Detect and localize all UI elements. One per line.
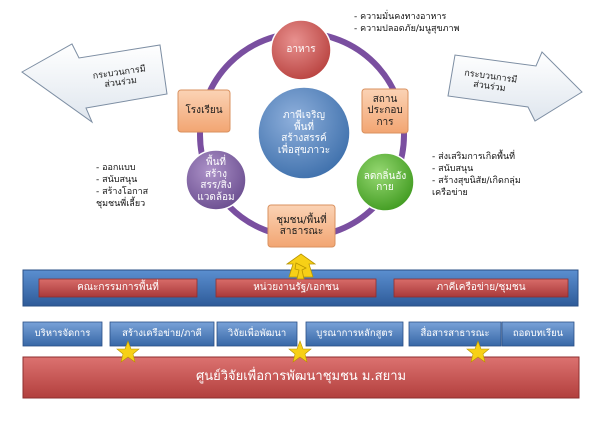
sub-lessons — [501, 321, 575, 347]
sub-curriculum-label: บูรณาการหลักสูตร — [316, 327, 393, 339]
label-line: กาย — [376, 182, 394, 193]
food-node-label: อาหาร — [272, 38, 330, 62]
env-node — [355, 152, 415, 212]
sub-communication — [408, 321, 502, 347]
star-icon — [466, 340, 490, 363]
label-line: ประกอบ — [367, 105, 403, 117]
label-line: - ความปลอดภัย/มนูสุขภาพ — [354, 24, 460, 34]
sub-lessons-label: ถอดบทเรียน — [512, 327, 564, 339]
label-line: - สร้างสุขนิสัย/เกิดกลุ่ม — [432, 176, 521, 186]
top-right-note: - ความมั่นคงทางอาหาร - ความปลอดภัย/มนูสุข… — [354, 11, 460, 35]
label-line: - สนับสนุน — [96, 175, 138, 185]
sub-management-label: บริหารจัดการ — [34, 327, 91, 339]
bar-item-network-label: ภาคีเครือข่าย/ชุมชน — [436, 282, 526, 294]
star-icon — [288, 340, 312, 363]
safe-node-label: สถานประกอบการ — [362, 89, 408, 133]
label-line: สถาน — [372, 93, 398, 105]
community-node-label: ชุมชน/พื้นที่สาธารณะ — [268, 205, 335, 247]
sub-research — [216, 321, 298, 347]
bar-item-agencies — [215, 278, 377, 298]
center-node — [257, 86, 351, 180]
center-node-label: ภาพีเจริญพื้นที่สร้างสรรค์เพื่อสุขภาวะ — [266, 102, 342, 164]
label-line: ภาพีเจริญ — [283, 110, 325, 121]
bar-item-agencies-label: หน่วยงานรัฐ/เอกชน — [253, 282, 339, 294]
label-line: เครือข่าย — [432, 188, 468, 198]
left-note: - ออกแบบ - สนับสนุน - สร้างโอกาสชุมชนพี่เล… — [96, 162, 148, 210]
sub-networking-label: สร้างเครือข่าย/ภาคี — [122, 327, 202, 339]
school-node — [177, 89, 231, 133]
school-node-label: โรงเรียน — [178, 90, 230, 132]
star-icon — [116, 340, 140, 363]
bar-item-committee — [38, 278, 198, 298]
creative-node-label: พื้นที่สร้างสรร/สิ่งแวดล้อม — [190, 153, 242, 207]
sub-management — [22, 321, 103, 347]
left-participation-arrow — [21, 43, 168, 124]
right-note: - ส่งเสริมการเกิดพื้นที่ - สนับสนุน - สร้า… — [432, 151, 521, 199]
research-center-bar — [22, 356, 580, 399]
creative-node — [185, 149, 247, 211]
right-participation-arrow — [447, 51, 583, 122]
sub-communication-label: สื่อสารสาธารณะ — [420, 327, 490, 339]
research-center-label: ศูนย์วิจัยเพื่อการพัฒนาชุมชน ม.สยาม — [195, 369, 407, 385]
label-line: - สนับสนุน — [432, 164, 474, 174]
label-line: พื้นที่ — [205, 157, 227, 168]
label-line: - ส่งเสริมการเกิดพื้นที่ — [432, 152, 516, 162]
label-line: - สร้างโอกาส — [96, 187, 149, 197]
bar-item-network — [393, 278, 569, 298]
label-line: โรงเรียน — [185, 105, 223, 117]
safe-node — [361, 88, 409, 134]
bar-item-committee-label: คณะกรรมการพื้นที่ — [77, 282, 159, 294]
env-node-label: ลดกลิ่นอังกาย — [358, 166, 412, 198]
label-line: เพื่อสุขภาวะ — [277, 144, 331, 156]
up-arrow-icon — [285, 253, 317, 280]
food-node — [270, 19, 332, 81]
label-line: แวดล้อม — [197, 191, 235, 203]
label-line: การ — [376, 116, 394, 128]
sub-curriculum — [305, 321, 404, 347]
label-line: สาธารณะ — [279, 226, 324, 237]
label-line: ชุมชนพี่เลี้ยว — [96, 199, 146, 209]
label-line: อาหาร — [286, 44, 316, 56]
label-line: ลดกลิ่นอัง — [363, 170, 407, 182]
label-line: สรร/สิ่ง — [200, 180, 232, 191]
sub-research-label: วิจัยเพื่อพัฒนา — [227, 327, 287, 339]
community-node — [267, 204, 336, 248]
label-line: - ออกแบบ — [96, 163, 136, 173]
label-line: สร้าง — [205, 168, 227, 180]
label-line: สร้างสรรค์ — [281, 133, 327, 144]
label-line: พื้นที่ — [293, 121, 315, 133]
label-line: - ความมั่นคงทางอาหาร — [354, 12, 447, 22]
label-line: ชุมชน/พื้นที่ — [276, 214, 327, 226]
